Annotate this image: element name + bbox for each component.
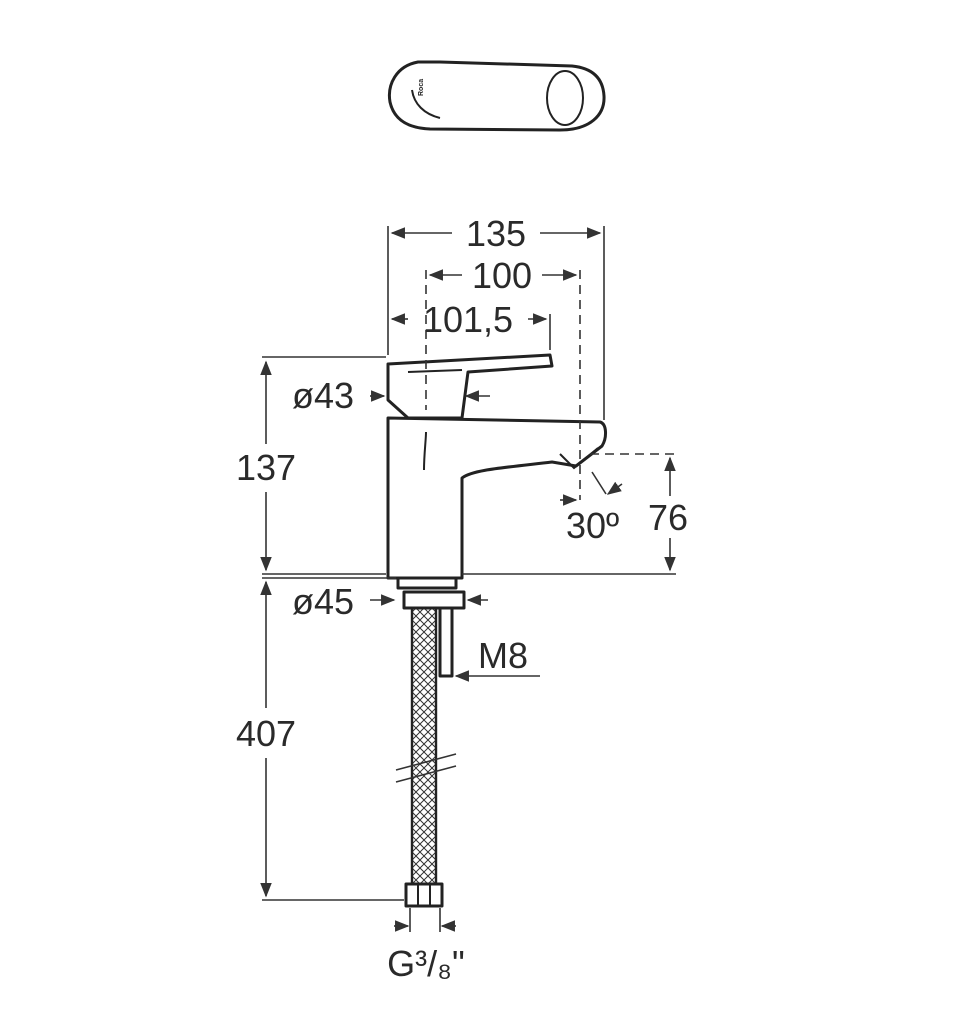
dim-spout-reach: 100 xyxy=(472,255,532,296)
dim-width-total: 135 xyxy=(466,213,526,254)
dim-height-total: 137 xyxy=(236,447,296,488)
dimension-lines xyxy=(260,226,676,932)
dim-spout-height: 76 xyxy=(648,497,688,538)
faucet-body xyxy=(386,353,607,908)
top-view-handle: Roca xyxy=(387,60,606,132)
dimension-labels: 135 100 101,5 ø43 137 76 30º ø45 M8 407 … xyxy=(236,213,688,984)
dim-connection-thread: G³/₈" xyxy=(387,943,465,984)
dim-stud-thread: M8 xyxy=(478,635,528,676)
dim-handle-diameter: ø43 xyxy=(292,375,354,416)
dim-base-diameter: ø45 xyxy=(292,581,354,622)
dim-handle-reach: 101,5 xyxy=(423,299,513,340)
dim-spout-angle: 30º xyxy=(566,505,619,546)
dim-hose-length: 407 xyxy=(236,713,296,754)
brand-logo-text: Roca xyxy=(418,79,425,96)
